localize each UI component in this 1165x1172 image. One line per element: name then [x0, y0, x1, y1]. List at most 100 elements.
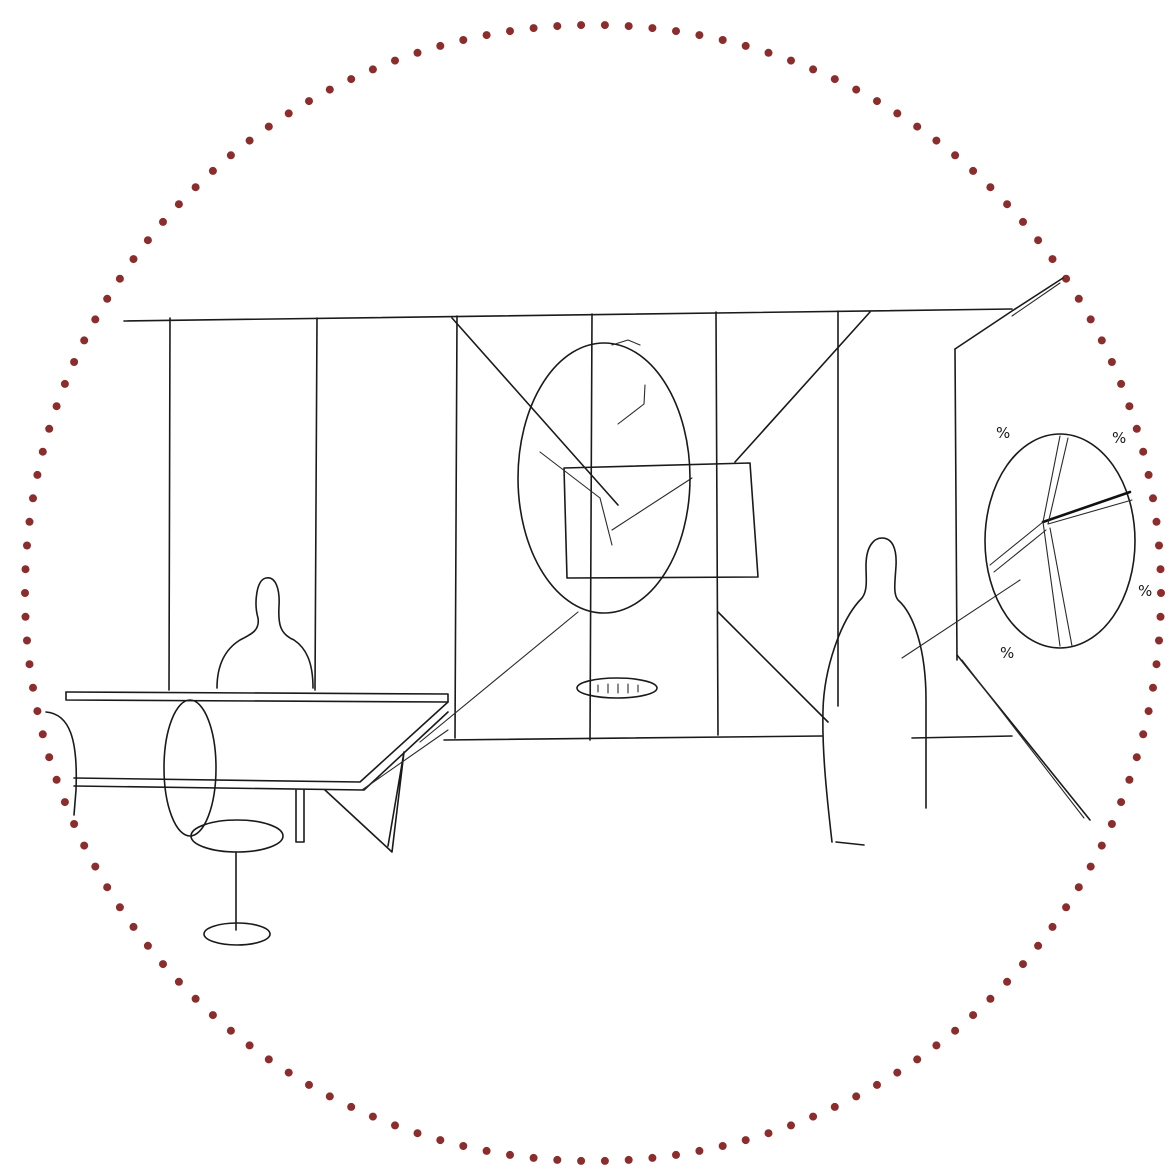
side-wall-bottom-double [961, 659, 1085, 819]
wall-post-5 [715, 311, 719, 736]
side-wall-edge [954, 348, 958, 661]
frame-dot [226, 1026, 235, 1035]
frame-dot [347, 1102, 356, 1111]
frame-dot [969, 166, 978, 175]
frame-dot [624, 22, 633, 31]
seated-person-outline [216, 577, 314, 689]
frame-dot [969, 1011, 978, 1020]
frame-dot [391, 1121, 399, 1130]
frame-dot [718, 1142, 727, 1150]
frame-dot [129, 255, 138, 264]
frame-dot [482, 31, 491, 40]
frame-dot [1144, 470, 1153, 479]
frame-dot [951, 151, 960, 160]
diagonal-top-right [734, 311, 871, 463]
frame-dot [951, 1026, 960, 1035]
frame-dot [1149, 683, 1157, 692]
pie-label-2: % [1112, 429, 1126, 447]
frame-dot [21, 565, 30, 574]
swivel-chair-back [163, 699, 217, 837]
frame-dot [208, 1011, 217, 1020]
frame-dot [1152, 660, 1161, 669]
frame-dot [115, 274, 124, 283]
ceiling-line [123, 308, 1013, 322]
frame-dot [672, 27, 680, 36]
desk-top-edge [65, 691, 449, 703]
frame-dot [986, 994, 995, 1003]
frame-dot [1157, 589, 1165, 597]
side-wall [901, 277, 1091, 821]
frame-dot [1107, 358, 1116, 366]
frame-dot [413, 1129, 422, 1138]
swivel-chair [163, 699, 284, 946]
frame-dot [70, 820, 79, 828]
frame-dot [830, 75, 839, 84]
frame-dot [174, 200, 183, 209]
frame-dot [506, 1150, 514, 1159]
diagonal-top-left [451, 317, 619, 506]
frame-dot [913, 122, 922, 131]
frame-dot [129, 922, 138, 931]
frame-dot [1125, 402, 1134, 411]
frame-dot [1003, 200, 1012, 209]
frame-dot [809, 1112, 818, 1121]
pie-label-3: % [1138, 582, 1152, 600]
frame-dot [45, 753, 54, 762]
frame-dot [648, 24, 657, 33]
display-panel [563, 462, 759, 579]
seated-person [216, 577, 314, 689]
frame-dot [1074, 294, 1083, 303]
frame-dot [368, 1112, 377, 1121]
frame-dot [436, 41, 445, 50]
frame-dot [325, 1092, 334, 1101]
frame-dot [1074, 883, 1083, 892]
frame-dot [159, 217, 167, 226]
frame-dot [45, 424, 54, 433]
central-display [517, 339, 759, 699]
pie-outline [984, 433, 1136, 649]
frame-dot [809, 65, 818, 74]
frame-dot [787, 1121, 795, 1130]
desk-leg-left [295, 789, 305, 843]
frame-dot [1048, 255, 1057, 264]
frame-dot [33, 707, 42, 716]
desk-top [65, 691, 449, 783]
floor-puck [576, 677, 658, 699]
frame-dot [529, 24, 538, 33]
frame-dot [1152, 517, 1161, 526]
frame-dot [21, 589, 29, 597]
frame-dot [413, 48, 422, 57]
frame-dot [1155, 541, 1163, 550]
frame-dot [873, 1080, 881, 1089]
frame-dot [33, 470, 42, 479]
display-top-arc [611, 339, 641, 346]
frame-dot [226, 151, 235, 160]
frame-dot [60, 798, 69, 807]
frame-dot [91, 315, 100, 324]
frame-dot [103, 883, 112, 892]
side-wall-top [954, 277, 1064, 350]
frame-dot [29, 683, 37, 692]
frame-dot [1019, 960, 1027, 969]
frame-dot [459, 36, 468, 44]
pointer-line [901, 579, 1021, 659]
frame-dot [159, 960, 167, 969]
frame-dot [347, 75, 356, 84]
frame-dot [482, 1146, 491, 1155]
perspective-lines [419, 311, 871, 743]
frame-dot [391, 56, 399, 65]
frame-dot [143, 236, 152, 245]
frame-dot [764, 1129, 773, 1138]
frame-dot [553, 1155, 562, 1164]
frame-dot [1156, 612, 1165, 621]
frame-dot [741, 41, 750, 50]
desk-leg-cross [324, 751, 405, 853]
frame-dot [741, 1136, 750, 1145]
floor-puck-ticks [597, 683, 639, 694]
frame-dot [38, 447, 47, 456]
frame-dot [191, 183, 200, 192]
frame-dot [91, 862, 100, 871]
frame-dot [1086, 862, 1095, 871]
frame-dot [624, 1155, 633, 1164]
